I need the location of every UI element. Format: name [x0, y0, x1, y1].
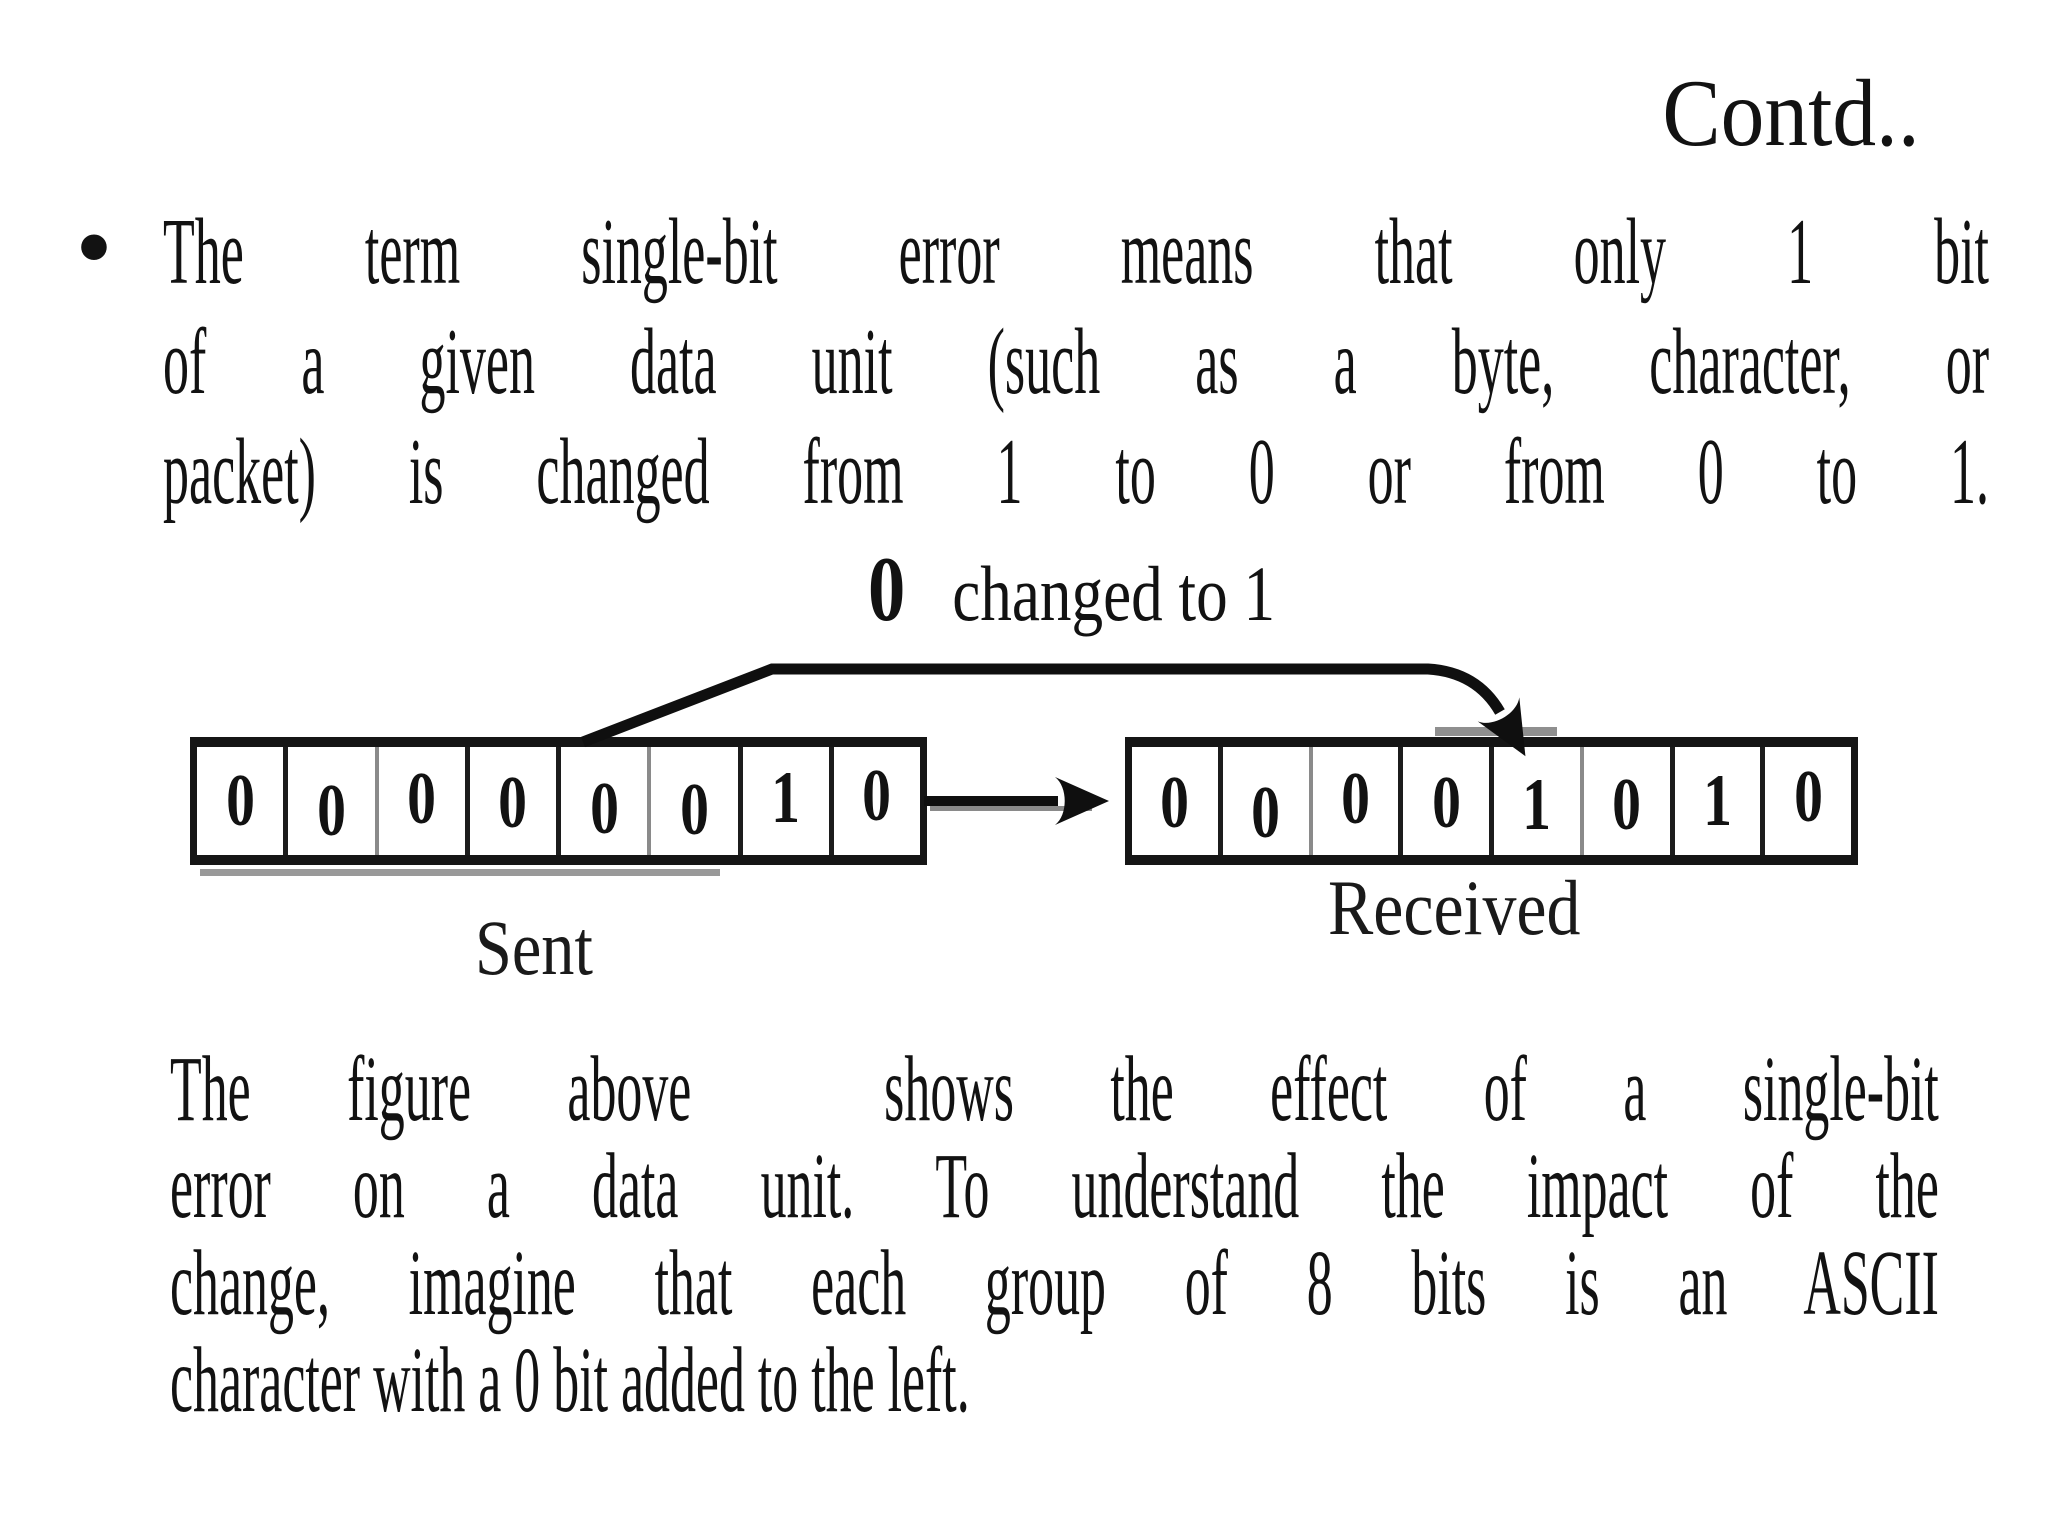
bit-cell: 0 — [828, 747, 920, 855]
annotation-old-bit: 0 — [868, 538, 906, 640]
bit-cell: 0 — [1760, 747, 1851, 855]
paragraph-line: The figure above shows the effect of a s… — [170, 1038, 1939, 1141]
bit-cell: 1 — [1669, 747, 1761, 855]
bit-value: 0 — [1340, 758, 1370, 840]
bit-cell: 0 — [374, 747, 465, 855]
paragraph-line: error on a data unit. To understand the … — [170, 1135, 1939, 1238]
bit-cell: 0 — [1308, 747, 1399, 855]
sent-bit-box: 0 0 0 0 0 0 1 0 — [190, 737, 927, 865]
paragraph-line: character with a 0 bit added to the left… — [170, 1329, 970, 1432]
bit-value: 0 — [1160, 762, 1190, 844]
bit-change-arrow — [581, 663, 1526, 757]
bit-cell: 1 — [1489, 747, 1580, 855]
bit-value: 0 — [679, 769, 709, 851]
bit-value: 1 — [1702, 760, 1732, 842]
bit-value: 0 — [1431, 762, 1461, 844]
scan-artifact — [930, 806, 1092, 811]
bit-value: 0 — [407, 758, 437, 840]
bit-value: 0 — [316, 770, 346, 852]
bit-value: 0 — [1612, 764, 1642, 846]
bullet-marker: • — [68, 198, 120, 301]
figure-description: The figure above shows the effect of a s… — [170, 1041, 1939, 1429]
received-bit-box: 0 0 0 0 1 0 1 0 — [1125, 737, 1858, 865]
bit-cell: 0 — [1217, 747, 1309, 855]
changed-bit-marker-bar — [1435, 727, 1557, 736]
bit-cell: 0 — [197, 747, 283, 855]
bit-value: 0 — [862, 755, 892, 837]
received-label: Received — [1328, 864, 1581, 951]
bit-value: 1 — [771, 757, 801, 839]
bit-cell: 0 — [1398, 747, 1489, 855]
sent-label: Sent — [475, 904, 593, 991]
paragraph-line: change, imagine that each group of 8 bit… — [170, 1232, 1939, 1335]
bit-cell: 0 — [1132, 747, 1218, 855]
bit-value: 0 — [1251, 772, 1281, 854]
annotation-text: changed to 1 — [952, 550, 1276, 637]
bullet-line: of a given data unit (such as a byte, ch… — [163, 310, 1990, 414]
bit-cell: 0 — [283, 747, 374, 855]
bit-cell: 0 — [556, 747, 647, 855]
scan-artifact — [200, 869, 720, 876]
bit-cell: 1 — [737, 747, 829, 855]
bit-cell: 0 — [647, 747, 737, 855]
bit-value: 0 — [589, 768, 619, 850]
bullet-text: The term single-bit error means that onl… — [163, 197, 1989, 527]
bullet-line: The term single-bit error means that onl… — [163, 200, 1990, 304]
bit-cell: 0 — [1579, 747, 1670, 855]
bit-value: 0 — [225, 760, 255, 842]
bullet-line: packet) is changed from 1 to 0 or from 0… — [163, 420, 1990, 524]
continuation-label: Contd.. — [1662, 60, 1920, 166]
bit-value: 0 — [498, 762, 528, 844]
bit-value: 1 — [1522, 764, 1552, 846]
bit-value: 0 — [1793, 756, 1823, 838]
bit-cell: 0 — [464, 747, 556, 855]
